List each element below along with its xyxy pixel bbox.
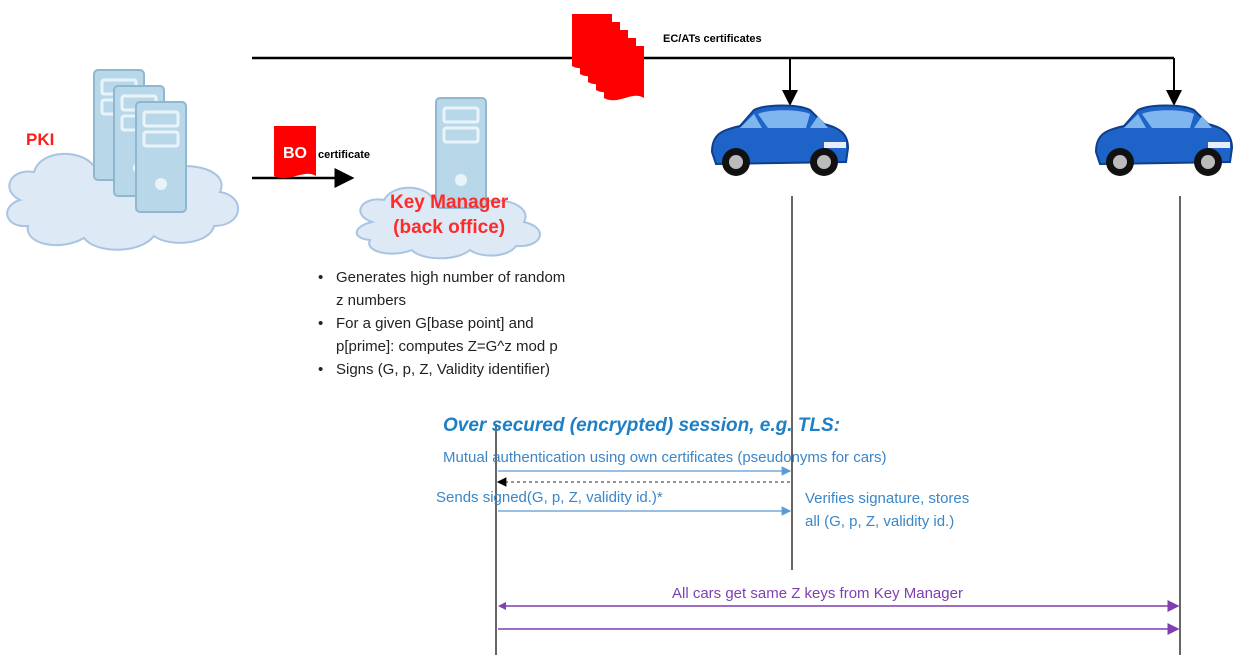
bullet-item: •Signs (G, p, Z, Validity identifier) — [318, 358, 565, 381]
key-manager-bullets: •Generates high number of random z numbe… — [318, 266, 565, 381]
key-manager-node — [355, 96, 541, 260]
car-icon — [1095, 104, 1233, 177]
bullet-item: z numbers — [336, 292, 407, 309]
bullet-dot: • — [318, 315, 324, 332]
key-manager-subtitle: (back office) — [393, 217, 506, 238]
cloud-icon — [355, 186, 541, 260]
verifies-label: Verifies signature, stores all (G, p, Z,… — [805, 490, 970, 530]
bullet-dot: • — [318, 269, 324, 286]
car-icon — [711, 104, 849, 177]
bo-certificate-label: certificate — [318, 149, 370, 161]
pki-label: PKI — [26, 130, 55, 149]
server-icon — [134, 100, 188, 214]
key-manager-title: Key Manager — [390, 192, 509, 213]
key-manager-label: Key Manager (back office) — [390, 190, 508, 240]
broadcast-label: All cars get same Z keys from Key Manage… — [672, 585, 963, 602]
ec-certificates-label: EC/ATs certificates — [663, 33, 762, 45]
certificate-icon — [572, 14, 644, 101]
session-title: Over secured (encrypted) session, e.g. T… — [443, 415, 841, 436]
certificate-icon — [274, 126, 316, 179]
bullet-item: •For a given G[base point] and — [318, 312, 565, 335]
bullet-dot: • — [318, 361, 324, 378]
sends-signed-label: Sends signed(G, p, Z, validity id.)* — [436, 489, 663, 506]
bullet-item: p[prime]: computes Z=G^z mod p — [336, 338, 558, 355]
bo-label: BO — [283, 145, 307, 162]
bullet-item: •Generates high number of random — [318, 266, 565, 289]
pki-node — [6, 68, 239, 251]
mutual-auth-label: Mutual authentication using own certific… — [443, 449, 887, 466]
